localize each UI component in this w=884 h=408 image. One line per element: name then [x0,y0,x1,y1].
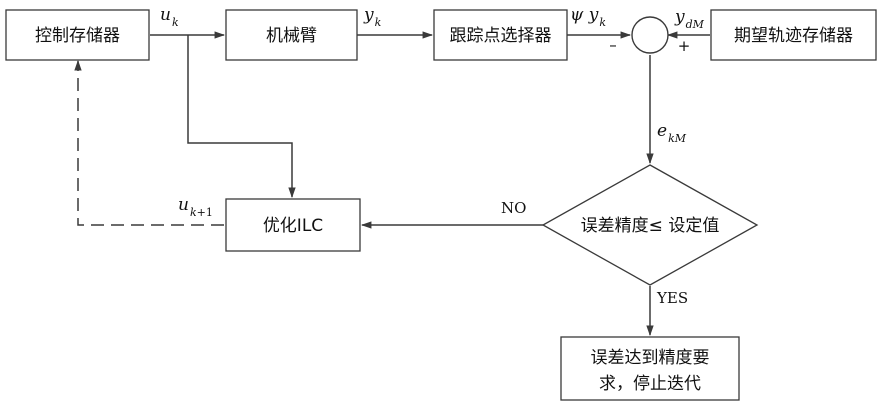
label-tracking-point-selector: 跟踪点选择器 [450,26,552,46]
signal-y-dm: ydM [674,7,705,31]
branch-label-yes: YES [656,289,688,307]
block-stop-iteration: 误差达到精度要 求，停止迭代 [561,337,739,400]
label-stop-line1: 误差达到精度要 [591,348,710,368]
signal-u-k: uk [160,5,179,29]
plus-sign: + [678,37,691,55]
branch-label-no: NO [501,199,526,217]
block-desired-trajectory-memory: 期望轨迹存储器 [711,10,876,60]
label-optimized-ilc: 优化ILC [263,216,323,236]
label-robot-arm: 机械臂 [266,26,317,46]
signal-y-k: yk [363,5,382,29]
block-control-memory: 控制存储器 [6,10,149,60]
block-tracking-point-selector: 跟踪点选择器 [434,10,567,60]
block-optimized-ilc: 优化ILC [226,199,360,251]
label-control-memory: 控制存储器 [35,26,120,46]
label-decision: 误差精度≤ 设定值 [581,216,720,236]
label-stop-line2: 求，停止迭代 [599,374,701,394]
signal-u-k-plus-1: uk+1 [178,195,213,219]
decision-diamond: 误差精度≤ 设定值 [543,165,757,285]
signal-e-km: ekM [657,121,687,145]
signal-psi-y-k: ψ yk [570,5,606,29]
label-desired-trajectory-memory: 期望轨迹存储器 [734,26,853,46]
block-robot-arm: 机械臂 [226,10,357,60]
minus-sign: – [609,36,617,54]
